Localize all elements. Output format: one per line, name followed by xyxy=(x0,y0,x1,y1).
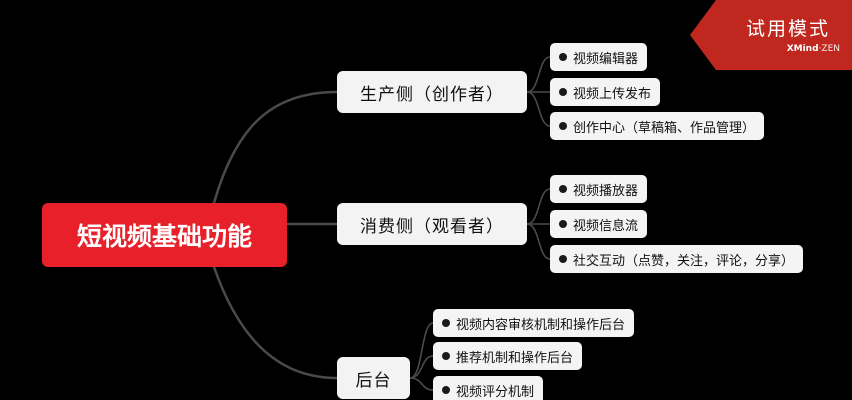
branch-consumption-side[interactable]: 消费侧（观看者） xyxy=(337,203,527,245)
leaf-video-feed[interactable]: 视频信息流 xyxy=(550,210,648,238)
bullet-icon xyxy=(559,255,567,263)
connector-b3-leaf-3 xyxy=(409,377,434,391)
bullet-icon xyxy=(559,88,567,96)
connector-b2-leaf-1 xyxy=(526,188,551,225)
bullet-icon xyxy=(442,319,450,327)
brand-main: XMind xyxy=(786,44,819,54)
leaf-social-interaction[interactable]: 社交互动（点赞，关注，评论，分享） xyxy=(550,245,804,273)
leaf-label: 视频播放器 xyxy=(573,183,639,199)
leaf-video-editor[interactable]: 视频编辑器 xyxy=(550,43,648,71)
trial-mode-badge[interactable]: 试用模式 XMind·ZEN xyxy=(690,0,852,70)
leaf-label: 视频上传发布 xyxy=(573,86,652,102)
leaf-label: 视频评分机制 xyxy=(456,384,535,400)
leaf-label: 视频编辑器 xyxy=(573,51,639,67)
branch-label: 消费侧（观看者） xyxy=(360,216,504,237)
connector-root-branch-1 xyxy=(212,90,339,205)
leaf-label: 创作中心（草稿箱、作品管理） xyxy=(573,120,756,136)
connector-b1-leaf-3 xyxy=(526,91,551,127)
trial-mode-title: 试用模式 xyxy=(745,18,830,40)
leaf-label: 视频内容审核机制和操作后台 xyxy=(456,317,626,333)
bullet-icon xyxy=(559,122,567,130)
connector-root-branch-3 xyxy=(212,265,339,380)
leaf-video-player[interactable]: 视频播放器 xyxy=(550,175,648,203)
bullet-icon xyxy=(442,352,450,360)
brand-sub: ZEN xyxy=(821,44,840,54)
root-topic[interactable]: 短视频基础功能 xyxy=(42,203,287,267)
connector-b3-leaf-2 xyxy=(409,355,434,379)
leaf-label: 视频信息流 xyxy=(573,218,639,234)
leaf-recommendation[interactable]: 推荐机制和操作后台 xyxy=(433,342,583,370)
xmind-zen-logo: XMind·ZEN xyxy=(732,44,840,54)
bullet-icon xyxy=(559,220,567,228)
branch-backend[interactable]: 后台 xyxy=(337,357,410,399)
bullet-icon xyxy=(559,53,567,61)
leaf-label: 推荐机制和操作后台 xyxy=(456,350,574,366)
brand-separator: · xyxy=(818,44,822,54)
branch-production-side[interactable]: 生产侧（创作者） xyxy=(337,71,527,113)
branch-label: 生产侧（创作者） xyxy=(360,84,504,105)
branch-label: 后台 xyxy=(355,370,392,391)
leaf-video-rating[interactable]: 视频评分机制 xyxy=(433,376,544,400)
connector-b2-leaf-3 xyxy=(526,223,551,260)
leaf-video-upload[interactable]: 视频上传发布 xyxy=(550,78,661,106)
bullet-icon xyxy=(559,185,567,193)
connector-b1-leaf-1 xyxy=(526,56,551,93)
leaf-creator-center[interactable]: 创作中心（草稿箱、作品管理） xyxy=(550,112,765,140)
root-topic-label: 短视频基础功能 xyxy=(76,222,252,251)
leaf-content-review[interactable]: 视频内容审核机制和操作后台 xyxy=(433,309,635,337)
leaf-label: 社交互动（点赞，关注，评论，分享） xyxy=(573,253,795,269)
connector-b3-leaf-1 xyxy=(409,322,434,379)
trial-badge-shape xyxy=(690,0,852,70)
bullet-icon xyxy=(442,386,450,394)
